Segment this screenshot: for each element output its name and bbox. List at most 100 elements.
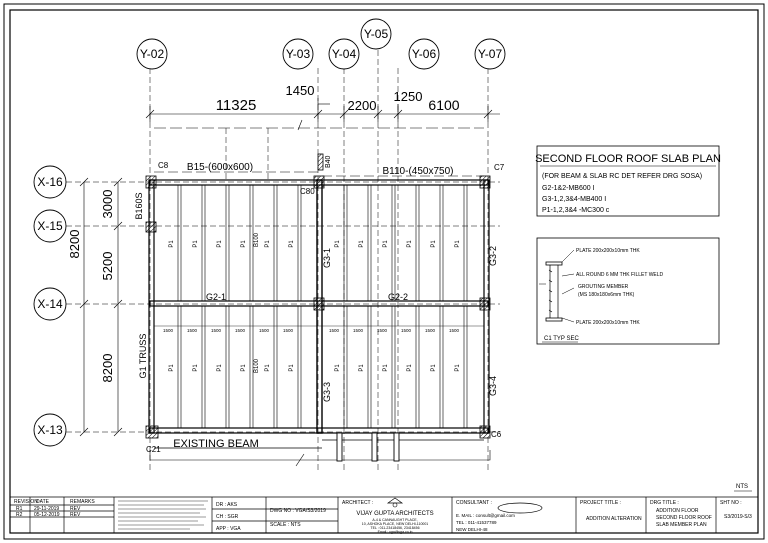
tb-consultant-city: NEW DELHI-48 (456, 527, 488, 532)
pitch-label: 1500 (259, 328, 270, 333)
pitch-label: 1500 (283, 328, 294, 333)
beam-label-g1-truss: G1 TRUSS (138, 334, 148, 379)
purlin-label: P1 (169, 240, 175, 248)
beam-label-b160: B160S (134, 192, 144, 219)
purlin-label: P1 (265, 364, 271, 372)
dim-8200-b: 8200 (100, 354, 115, 383)
pitch-label: 1500 (449, 328, 460, 333)
purlin-labels: P1P11500P1P11500P1P11500P1P11500P1P11500… (154, 240, 484, 372)
grid-bubble-y06 (408, 38, 440, 70)
grid-label-x14: X-14 (37, 297, 63, 311)
purlin-label: P1 (217, 240, 223, 248)
tb-architect-addr-1: A-4 & CANNAUGHT PLACE, (372, 518, 417, 522)
tb-remarks-1: REV (70, 506, 81, 512)
purlin-label: P1 (193, 240, 199, 248)
column-c8 (145, 175, 157, 189)
detail-grout: GROUTING MEMBER (578, 284, 629, 290)
beam-label-b15: B15-(600x600) (187, 162, 253, 173)
tb-architect-addr-4: Email : vga@vga.co.in (378, 530, 413, 534)
pitch-label: 1500 (377, 328, 388, 333)
pitch-label: 1500 (211, 328, 222, 333)
title-block-text: REVISION DATE REMARKS R1 29-11-2019 REV … (14, 499, 752, 534)
tb-architect-addr-2: 10, ASHOKA PLACE, NEW DELHI-110001 (362, 522, 429, 526)
grid-lines (66, 50, 500, 470)
grid-bubble-y04 (328, 38, 360, 70)
beam-label-b100-b: B100 (254, 358, 260, 373)
grid-bubble-x15 (33, 209, 67, 243)
tb-project-header: PROJECT TITLE : (580, 500, 621, 506)
purlin-group (177, 185, 468, 428)
dimension-lines-left (79, 177, 123, 437)
purlin-label: P1 (289, 240, 295, 248)
beam-label-g2-1: G2-1 (206, 292, 226, 302)
col-label-c8: C8 (158, 161, 169, 170)
tb-drg-title-3: SLAB MEMBER PLAN (656, 522, 707, 528)
column-detail-box: PLATE 200x200x10mm THK ALL ROUND 6 MM TH… (536, 237, 720, 345)
general-notes (118, 500, 208, 530)
col-label-c21: C21 (146, 445, 161, 454)
tb-project-name: ADDITION ALTERATION (586, 516, 642, 522)
beam-label-b100-a: B100 (254, 232, 260, 247)
col-label-c7: C7 (494, 163, 505, 172)
col-label-c6: C6 (491, 430, 502, 439)
title-block-frame (10, 496, 758, 533)
purlin-label: P1 (169, 364, 175, 372)
purlin-label: P1 (431, 240, 437, 248)
column-c80 (313, 175, 325, 189)
beam-label-g3-3: G3-3 (322, 382, 332, 402)
dim-1250: 1250 (394, 89, 423, 104)
col-label-c80: C80 (300, 187, 315, 196)
purlin-label: P1 (241, 240, 247, 248)
pitch-label: 1500 (235, 328, 246, 333)
tb-rev-2: R2 (16, 512, 23, 518)
purlin-label: P1 (359, 364, 365, 372)
grid-label-y05: Y-05 (364, 27, 389, 41)
purlin-label: P1 (407, 240, 413, 248)
plan-note-3: G3-1,2,3&4-MB400 I (542, 196, 606, 203)
plan-note-2: G2-1&2-MB600 I (542, 185, 595, 192)
grid-bubble-x14 (33, 287, 67, 321)
tb-consultant-email: E. MAIL : consult@gmail.com (456, 513, 515, 518)
scale-mark: NTS (736, 484, 748, 490)
dim-5200: 5200 (100, 252, 115, 281)
pitch-label: 1500 (401, 328, 412, 333)
purlin-label: P1 (359, 240, 365, 248)
grid-bubble-x16 (33, 165, 67, 199)
grid-label-y03: Y-03 (286, 47, 311, 61)
detail-caption: C1 TYP SEC (544, 336, 579, 342)
tb-drg-title-2: SECOND FLOOR ROOF (656, 515, 712, 521)
dim-11325: 11325 (216, 97, 257, 114)
pitch-label: 1500 (187, 328, 198, 333)
purlin-label: P1 (241, 364, 247, 372)
tb-consultant-header: CONSULTANT : (456, 500, 492, 506)
column-c21 (145, 425, 159, 439)
grid-bubbles-left: X-16 X-15 X-14 X-13 (33, 165, 67, 447)
detail-weld: ALL ROUND 6 MM THK FILLET WELD (576, 272, 664, 278)
tb-dwg-no: DWG NO : VGA/S3/2019 (270, 508, 326, 514)
grid-label-y07: Y-07 (478, 47, 503, 61)
purlin-label: P1 (265, 240, 271, 248)
grid-bubble-y03 (282, 38, 314, 70)
tb-architect-header: ARCHITECT : (342, 500, 373, 506)
purlin-label: P1 (289, 364, 295, 372)
pitch-label: 1500 (353, 328, 364, 333)
purlin-label: P1 (431, 364, 437, 372)
purlin-label: P1 (217, 364, 223, 372)
beam-label-g3-2: G3-2 (488, 246, 498, 266)
tb-checked: CH : SGR (216, 514, 239, 520)
column-b40 (317, 153, 324, 171)
beam-label-b110: B110-(450x750) (383, 166, 454, 177)
grid-label-x16: X-16 (37, 175, 63, 189)
column-c7 (479, 175, 491, 189)
dim-8200-a: 8200 (67, 230, 82, 259)
purlin-label: P1 (383, 240, 389, 248)
grid-bubbles-top: Y-02 Y-03 Y-04 Y-05 Y-06 Y-07 (136, 18, 506, 70)
tb-remarks-2: REV (70, 512, 81, 518)
column-right-mid (479, 297, 491, 311)
dim-3000: 3000 (100, 190, 115, 219)
architect-logo (386, 497, 404, 508)
posts-below (336, 432, 400, 462)
grid-label-x13: X-13 (37, 423, 63, 437)
grid-label-x15: X-15 (37, 219, 63, 233)
col-label-b40: B40 (325, 155, 332, 168)
